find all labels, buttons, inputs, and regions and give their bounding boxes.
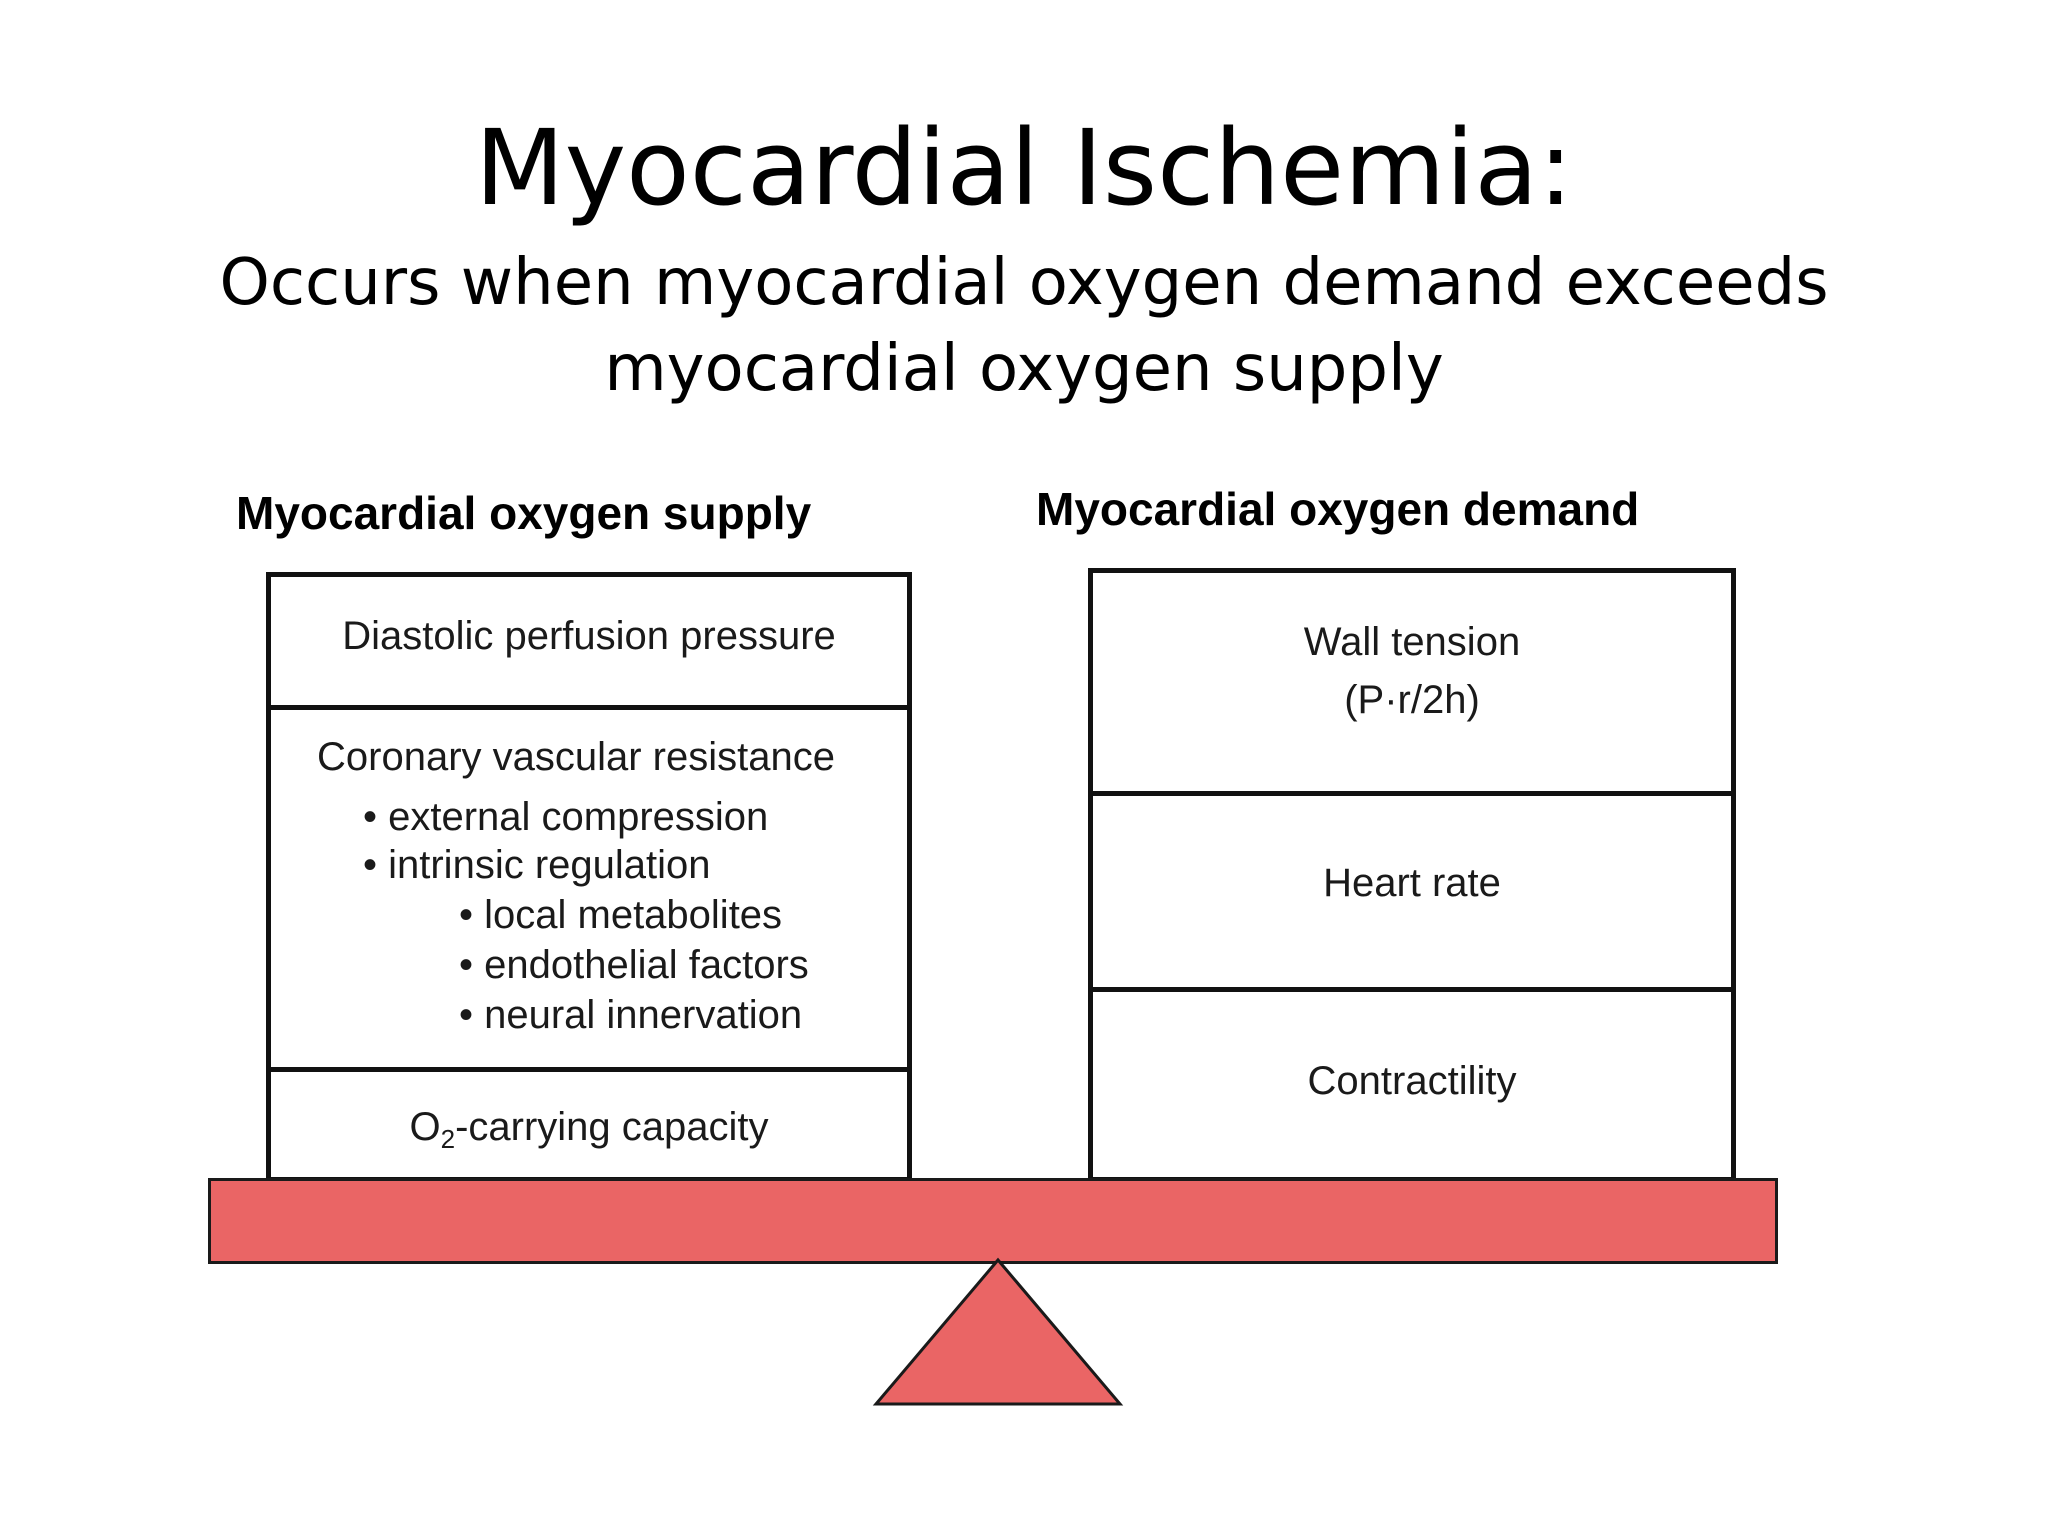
resistance-heading: Coronary vascular resistance [317,735,835,779]
balance-beam [208,1178,1778,1264]
contractility-cell: Contractility [1093,987,1731,1183]
demand-stack: Wall tension (P·r/2h) Heart rate Contrac… [1088,568,1736,1182]
demand-header: Myocardial oxygen demand [1036,483,1640,535]
list-item: • intrinsic regulation [363,843,711,887]
o2-prefix: O [409,1105,441,1149]
slide-title: Myocardial Ischemia: [474,107,1574,229]
list-item: • neural innervation [459,993,803,1037]
list-item: • endothelial factors [459,943,809,987]
list-item: • local metabolites [459,893,783,937]
wall-tension-cell: Wall tension (P·r/2h) [1093,573,1731,791]
heart-rate-cell: Heart rate [1093,791,1731,987]
fulcrum-shape [872,1257,1124,1406]
perfusion-cell: Diastolic perfusion pressure [271,577,907,705]
heart-rate-label: Heart rate [1323,861,1501,905]
supply-stack: Diastolic perfusion pressure Coronary va… [266,572,912,1182]
resistance-cell: Coronary vascular resistance • external … [271,705,907,1067]
triangle-fulcrum-icon [872,1257,1124,1406]
o2-capacity-cell: O2-carrying capacity [271,1067,907,1183]
supply-header: Myocardial oxygen supply [236,487,812,539]
wall-tension-label: Wall tension [1303,620,1521,664]
slide-subtitle: Occurs when myocardial oxygen demand exc… [219,246,1829,406]
contractility-label: Contractility [1307,1059,1517,1103]
o2-subscript: 2 [440,1124,456,1154]
perfusion-label: Diastolic perfusion pressure [342,614,836,658]
o2-suffix: -carrying capacity [455,1105,769,1149]
list-item: • external compression [363,795,769,839]
wall-tension-formula: (P·r/2h) [1344,678,1480,722]
